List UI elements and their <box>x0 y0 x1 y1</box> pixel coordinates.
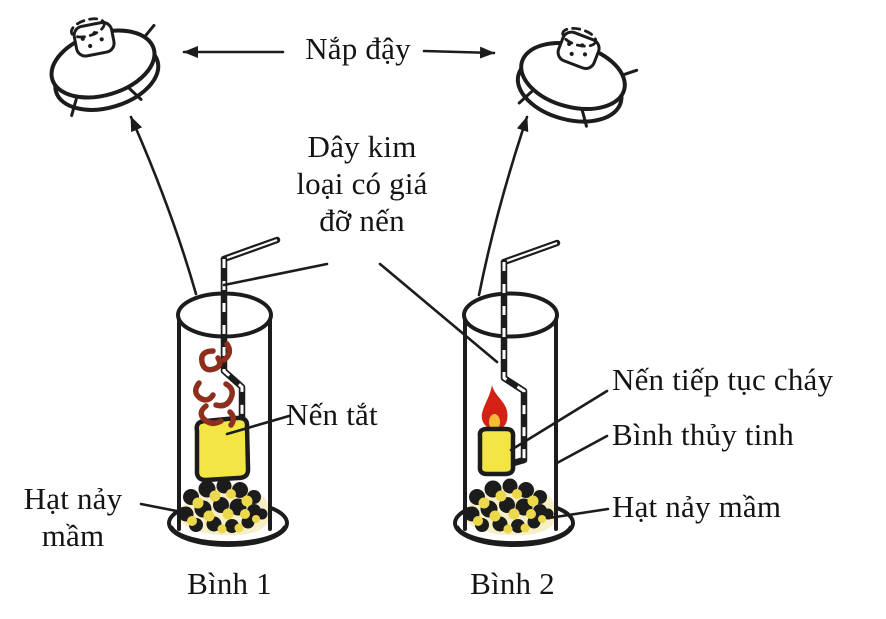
lid-label: Nắp đậy <box>305 31 411 66</box>
arrow-jar1-to-lid <box>129 115 198 296</box>
jar-1-caption: Bình 1 <box>187 566 272 601</box>
right-lid <box>508 14 646 137</box>
jar-2-flame-core <box>489 414 500 430</box>
jar-2-candle <box>477 426 516 477</box>
pointer-wire-label-to-jar1 <box>222 262 329 287</box>
jar-2-caption: Bình 2 <box>470 566 555 601</box>
glass-jar-label: Bình thủy tinh <box>612 417 794 452</box>
wire-support-label-line1: Dây kim <box>307 129 417 164</box>
seeds-left-label-line1: Hạt nảy <box>23 481 123 516</box>
arrow-jar2-to-lid <box>477 115 529 297</box>
jar-1 <box>169 236 287 545</box>
lid-label-arrows <box>182 46 496 59</box>
jar-1-candle <box>194 415 251 483</box>
left-lid <box>36 0 176 125</box>
seeds-left-label-line2: mầm <box>41 518 105 553</box>
wire-support-label-line2: loại có giá <box>296 166 428 201</box>
pointer-glass-jar-label <box>555 434 609 465</box>
seeds-right-label: Hạt nảy mầm <box>612 489 782 524</box>
seeds-left-label: Hạt nảy mầm <box>0 480 148 554</box>
pointer-wire-label-to-jar2 <box>378 262 499 364</box>
pointer-seeds-left-label <box>139 502 194 516</box>
jar-2-glass <box>455 294 573 546</box>
pointer-candle-burning-label <box>509 389 609 452</box>
candle-out-label: Nến tắt <box>286 397 378 432</box>
arrow-to-right-lid <box>422 46 496 59</box>
pointer-candle-out-label <box>225 414 291 436</box>
wire-support-label: Dây kim loại có giá đỡ nến <box>252 128 472 239</box>
jar-2-flame <box>481 385 508 431</box>
jar-2-wire-support <box>496 239 561 471</box>
jar-1-smoke <box>193 341 236 428</box>
candle-burning-label: Nến tiếp tục cháy <box>612 362 834 397</box>
wire-support-label-line3: đỡ nến <box>319 203 405 238</box>
pointer-seeds-right-label <box>547 507 610 520</box>
jar-2 <box>455 239 573 546</box>
